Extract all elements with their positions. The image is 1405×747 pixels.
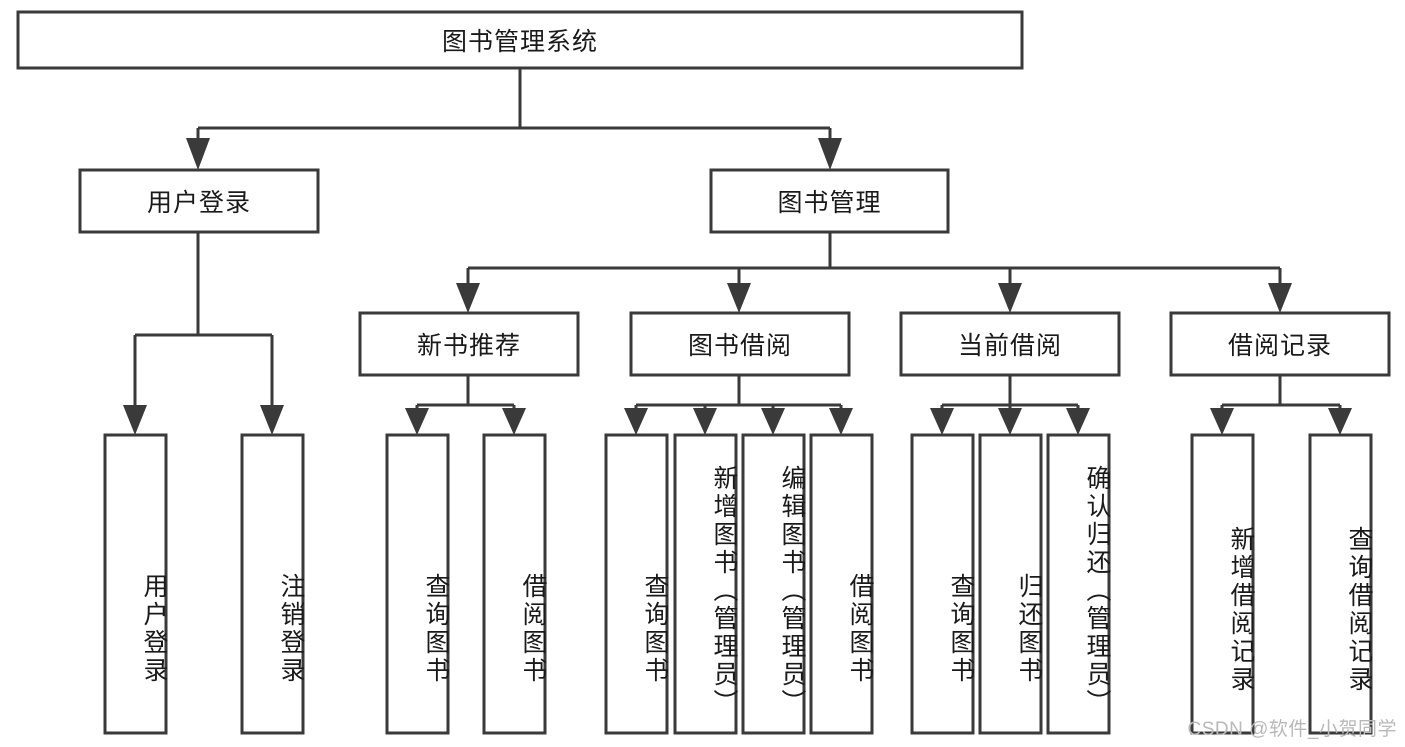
arrowhead-icon-login — [186, 138, 210, 170]
node-box-newbook[interactable] — [358, 311, 580, 377]
node-box-leaf-1[interactable] — [103, 433, 168, 735]
node-box-leaf-2[interactable] — [240, 433, 305, 735]
arrowhead-icon-bookmgmt — [818, 138, 842, 170]
node-box-borrow[interactable] — [629, 311, 851, 377]
node-box-leaf-13[interactable] — [1308, 433, 1373, 735]
arrowhead-icon-newbook — [456, 283, 480, 313]
node-box-leaf-10[interactable] — [978, 433, 1043, 735]
arrowhead-icon-current — [998, 283, 1022, 313]
arrowhead-icon-leaf-4 — [502, 408, 526, 435]
node-box-leaf-11[interactable] — [1046, 433, 1111, 735]
node-box-current[interactable] — [899, 311, 1121, 377]
arrowhead-icon-leaf-10 — [998, 408, 1022, 435]
node-box-leaf-7[interactable] — [741, 433, 806, 735]
node-box-root[interactable] — [16, 10, 1024, 70]
node-box-bookmgmt[interactable] — [709, 168, 950, 234]
arrowhead-layer — [123, 138, 1352, 435]
arrowhead-icon-leaf-8 — [829, 408, 853, 435]
arrowhead-icon-leaf-9 — [930, 408, 954, 435]
arrowhead-icon-leaf-13 — [1328, 408, 1352, 435]
arrowhead-icon-leaf-11 — [1066, 408, 1090, 435]
node-box-leaf-9[interactable] — [910, 433, 975, 735]
node-box-leaf-12[interactable] — [1190, 433, 1255, 735]
node-box-leaf-3[interactable] — [385, 433, 450, 735]
node-box-leaf-4[interactable] — [482, 433, 547, 735]
arrowhead-icon-leaf-3 — [405, 408, 429, 435]
node-box-login[interactable] — [78, 168, 320, 234]
arrowhead-icon-leaf-1 — [123, 405, 147, 435]
arrowhead-icon-leaf-2 — [260, 405, 284, 435]
arrowhead-icon-leaf-6 — [693, 408, 717, 435]
node-box-leaf-8[interactable] — [809, 433, 874, 735]
arrowhead-icon-leaf-12 — [1210, 408, 1234, 435]
arrowhead-icon-leaf-7 — [761, 408, 785, 435]
node-box-leaf-5[interactable] — [604, 433, 669, 735]
node-box-layer — [16, 10, 1391, 735]
arrowhead-icon-records — [1268, 283, 1292, 313]
node-box-records[interactable] — [1169, 311, 1391, 377]
arrowhead-icon-leaf-5 — [624, 408, 648, 435]
node-box-leaf-6[interactable] — [673, 433, 738, 735]
arrowhead-icon-borrow — [727, 283, 751, 313]
